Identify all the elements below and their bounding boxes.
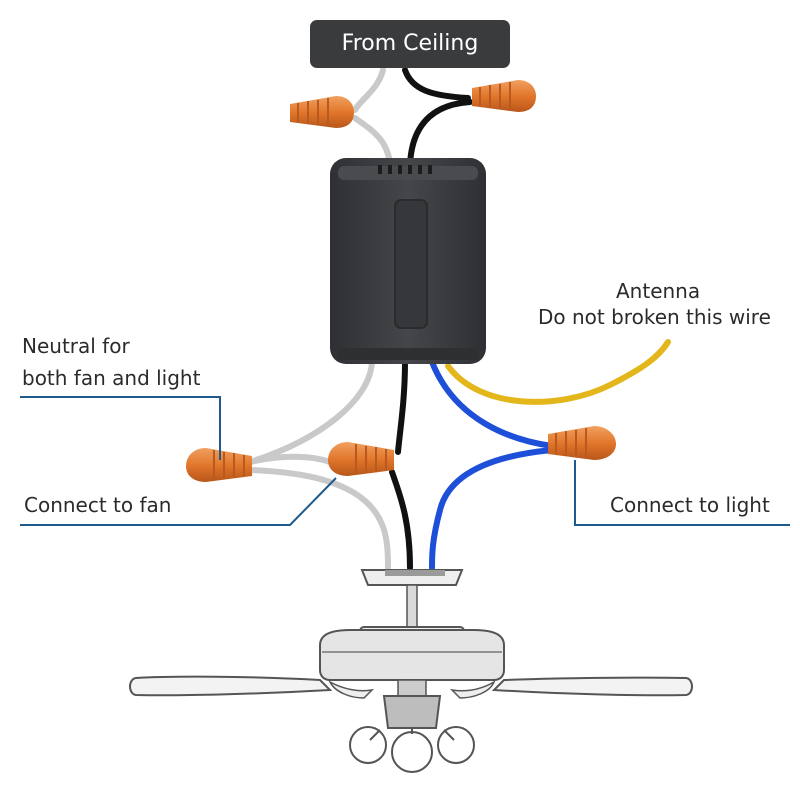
connect-to-light-label: Connect to light bbox=[610, 493, 770, 517]
wire-nut-icon bbox=[328, 442, 394, 476]
hot-wire-to-fan bbox=[389, 469, 413, 571]
connect-to-fan-label: Connect to fan bbox=[24, 493, 172, 517]
light-wire bbox=[429, 359, 555, 449]
antenna-wire bbox=[445, 339, 671, 405]
wire-nut-icon bbox=[472, 80, 536, 112]
wire-nut-icon bbox=[548, 426, 616, 460]
receiver-module-icon bbox=[330, 158, 486, 364]
ceiling-fan-icon bbox=[129, 569, 693, 773]
neutral-label-line2: both fan and light bbox=[22, 366, 201, 390]
ceiling-neutral-wire bbox=[352, 67, 393, 168]
neutral-label: Neutral for bbox=[22, 334, 130, 358]
antenna-warning-label: Do not broken this wire bbox=[538, 305, 771, 329]
neutral-wire-fan-branch bbox=[247, 467, 391, 571]
fan-leader bbox=[20, 477, 337, 526]
from-ceiling-title: From Ceiling bbox=[310, 20, 510, 68]
ceiling-wires bbox=[352, 67, 473, 168]
wire-nut-icon bbox=[186, 448, 252, 482]
light-wire-to-fan bbox=[429, 447, 555, 571]
ceiling-hot-wire bbox=[402, 67, 473, 168]
neutral-leader bbox=[20, 396, 221, 460]
neutral-wire-fan-branch-2 bbox=[247, 453, 333, 465]
neutral-wire-to-fan bbox=[247, 359, 375, 465]
wire-nut-icon bbox=[290, 96, 354, 128]
hot-wire-down bbox=[395, 359, 408, 455]
leader-lines bbox=[20, 396, 790, 526]
light-leader bbox=[574, 460, 790, 526]
antenna-label: Antenna bbox=[616, 279, 701, 303]
lower-wires bbox=[247, 339, 671, 571]
